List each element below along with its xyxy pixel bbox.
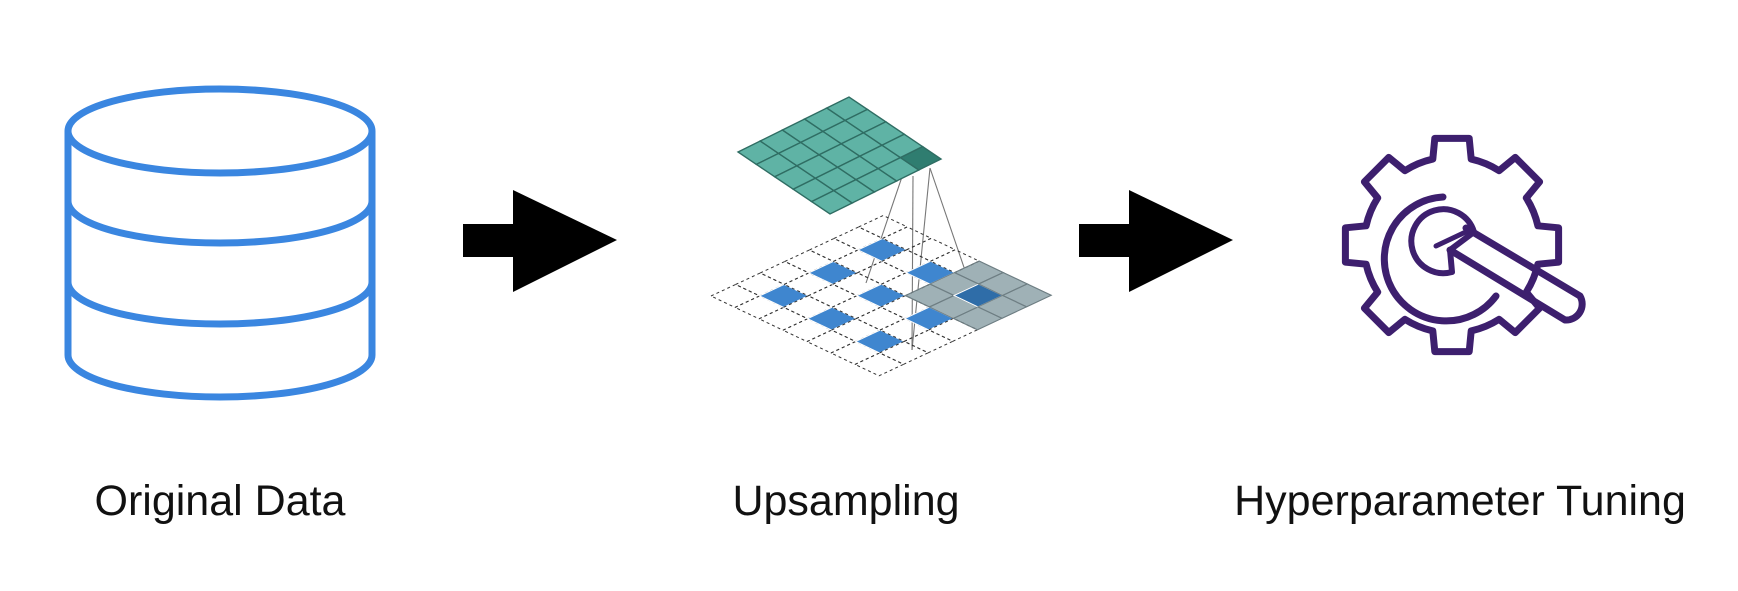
padding-cell [829, 340, 881, 365]
padding-cell [878, 340, 930, 365]
padding-cell [782, 295, 834, 320]
padding-cell [881, 226, 933, 251]
padding-cell [709, 283, 761, 308]
output-grid [736, 96, 943, 215]
transposed-convolution-icon [709, 96, 1053, 377]
input-cell [854, 329, 906, 354]
node-label-upsampling: Upsampling [732, 477, 960, 525]
padding-cell [855, 306, 906, 331]
node-label-original-data: Original Data [94, 477, 346, 525]
padding-cell [830, 318, 882, 343]
padding-cell [733, 295, 785, 320]
padding-cell [1001, 283, 1053, 308]
arrow-right-icon [1079, 190, 1233, 292]
padding-cell [783, 272, 834, 297]
padding-cell [832, 249, 884, 274]
padding-cell [879, 295, 931, 320]
padding-cell [929, 249, 981, 274]
input-cell [856, 237, 908, 262]
input-cell [758, 283, 810, 308]
padding-cell [857, 214, 909, 239]
padding-cell [831, 295, 882, 320]
padding-cell [927, 317, 979, 342]
padding-cell [757, 306, 809, 331]
output-cell [899, 145, 943, 171]
padding-cell [880, 272, 932, 297]
node-label-hyperparameter-tuning: Hyperparameter Tuning [1234, 477, 1686, 525]
gear-wrench-icon [1341, 134, 1586, 356]
padding-cell [905, 237, 957, 262]
input-cell [855, 283, 907, 308]
arrow-right-icon [463, 190, 617, 292]
input-grid [709, 214, 1053, 377]
padding-cell [832, 226, 884, 251]
padding-cell [856, 260, 908, 285]
padding-cell [903, 329, 954, 354]
padding-cell [879, 317, 930, 342]
database-icon [64, 85, 376, 401]
padding-cell [808, 237, 860, 262]
padding-cell [734, 272, 786, 297]
padding-cell [781, 318, 833, 343]
padding-cell [880, 249, 932, 274]
input-cell [806, 306, 858, 331]
padding-cell [783, 249, 835, 274]
padding-cell [831, 272, 883, 297]
padding-cell [807, 283, 858, 308]
padding-cell [853, 352, 905, 377]
input-cell [807, 260, 859, 285]
padding-cell [759, 260, 810, 285]
padding-cell [805, 329, 857, 354]
